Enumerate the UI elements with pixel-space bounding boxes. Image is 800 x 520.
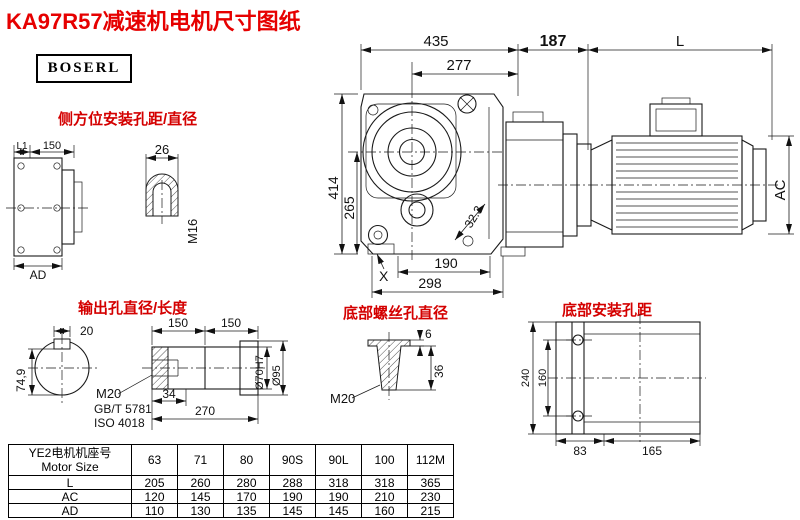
table-col-header: 112M bbox=[407, 444, 454, 476]
dim-L: L bbox=[676, 33, 684, 50]
dim-190: 190 bbox=[434, 255, 458, 271]
left-small-view: L1 150 AD bbox=[6, 140, 88, 282]
dim-265: 265 bbox=[341, 196, 357, 220]
table-col-header: 90L bbox=[315, 444, 362, 476]
bottom-screw-detail: 6 36 M20 bbox=[330, 327, 446, 406]
standard-iso: ISO 4018 bbox=[94, 416, 145, 430]
bottom-mount-view: 240 160 83 165 bbox=[520, 314, 706, 458]
motor-fins bbox=[616, 142, 738, 228]
table-row-AC: AC 120 145 170 190 190 210 230 bbox=[8, 489, 454, 504]
table-col-header: 80 bbox=[223, 444, 270, 476]
page-title: KA97R57减速机电机尺寸图纸 bbox=[6, 9, 301, 34]
dim-150a: 150 bbox=[168, 316, 188, 330]
dim-95: Ø95 bbox=[271, 365, 283, 386]
table-col-header: 71 bbox=[177, 444, 224, 476]
table-col-header: 90S bbox=[269, 444, 316, 476]
table-cell: 318 bbox=[361, 475, 408, 490]
dim-270: 270 bbox=[195, 404, 215, 418]
table-header-row: YE2电机机座号 Motor Size 63 71 80 90S 90L 100… bbox=[8, 444, 454, 476]
dim-150b: 150 bbox=[221, 316, 241, 330]
standard-gb: GB/T 5781 bbox=[94, 402, 152, 416]
dim-AD: AD bbox=[30, 268, 47, 282]
dim-165: 165 bbox=[642, 444, 662, 458]
table-cell: 145 bbox=[177, 489, 224, 504]
table-cell: 210 bbox=[361, 489, 408, 504]
dim-187: 187 bbox=[540, 33, 567, 50]
label-x: X bbox=[379, 268, 389, 284]
dim-M16: M16 bbox=[185, 219, 200, 244]
side-view: 187 L AC bbox=[498, 33, 794, 257]
side-mount-slot-detail: 26 M16 bbox=[145, 142, 200, 244]
table-cell: 260 bbox=[177, 475, 224, 490]
dim-26: 26 bbox=[155, 142, 169, 157]
table-cell: 205 bbox=[131, 475, 178, 490]
table-cell: 110 bbox=[131, 503, 178, 518]
table-cell: 135 bbox=[223, 503, 270, 518]
annotation-side-mount: 侧方位安装孔距/直径 bbox=[58, 111, 198, 128]
dim-AC: AC bbox=[772, 179, 789, 200]
dim-20: 20 bbox=[80, 324, 94, 338]
table-header-en: Motor Size bbox=[41, 460, 99, 474]
dim-34: 34 bbox=[162, 387, 176, 401]
annotation-output-hole: 输出孔直径/长度 bbox=[78, 300, 188, 317]
row-label: AD bbox=[8, 503, 132, 518]
dim-6: 6 bbox=[425, 327, 432, 341]
table-header-cn: YE2电机机座号 bbox=[28, 446, 112, 460]
annotation-bottom-mount: 底部安装孔距 bbox=[562, 302, 653, 319]
dim-70H7: Ø70H7 bbox=[254, 355, 266, 390]
dim-36: 36 bbox=[432, 364, 446, 378]
table-cell: 190 bbox=[269, 489, 316, 504]
dim-298: 298 bbox=[418, 275, 442, 291]
row-label: L bbox=[8, 475, 132, 490]
table-cell: 170 bbox=[223, 489, 270, 504]
output-shaft-detail: 20 74,9 150 150 M20 GB/T 5781 ISO 4018 bbox=[14, 316, 288, 430]
dim-83: 83 bbox=[573, 444, 587, 458]
dim-74-9: 74,9 bbox=[14, 368, 28, 392]
dim-160: 160 bbox=[537, 369, 549, 387]
table-row-AD: AD 110 130 135 145 145 160 215 bbox=[8, 503, 454, 518]
brand-logo: BOSERL bbox=[36, 54, 132, 83]
dim-435: 435 bbox=[423, 33, 448, 50]
table-header-motor-size: YE2电机机座号 Motor Size bbox=[8, 444, 132, 476]
front-view: 32.3 X 435 277 414 265 190 bbox=[325, 33, 519, 298]
table-cell: 288 bbox=[269, 475, 316, 490]
motor-size-table: YE2电机机座号 Motor Size 63 71 80 90S 90L 100… bbox=[8, 444, 454, 518]
dim-150-side: 150 bbox=[43, 140, 61, 152]
table-cell: 280 bbox=[223, 475, 270, 490]
table-cell: 145 bbox=[315, 503, 362, 518]
table-cell: 120 bbox=[131, 489, 178, 504]
dim-M20-shaft: M20 bbox=[96, 386, 121, 401]
table-cell: 160 bbox=[361, 503, 408, 518]
dim-414: 414 bbox=[325, 176, 341, 200]
table-cell: 215 bbox=[407, 503, 454, 518]
dim-240: 240 bbox=[520, 369, 532, 387]
row-label: AC bbox=[8, 489, 132, 504]
table-cell: 318 bbox=[315, 475, 362, 490]
table-col-header: 100 bbox=[361, 444, 408, 476]
table-cell: 190 bbox=[315, 489, 362, 504]
dim-M20-bolt: M20 bbox=[330, 391, 355, 406]
dim-277: 277 bbox=[446, 57, 471, 74]
table-cell: 130 bbox=[177, 503, 224, 518]
table-cell: 365 bbox=[407, 475, 454, 490]
table-cell: 230 bbox=[407, 489, 454, 504]
table-col-header: 63 bbox=[131, 444, 178, 476]
table-row-L: L 205 260 280 288 318 318 365 bbox=[8, 475, 454, 490]
annotation-bottom-screw: 底部螺丝孔直径 bbox=[343, 305, 449, 322]
dim-L1: L1 bbox=[16, 141, 28, 152]
table-cell: 145 bbox=[269, 503, 316, 518]
